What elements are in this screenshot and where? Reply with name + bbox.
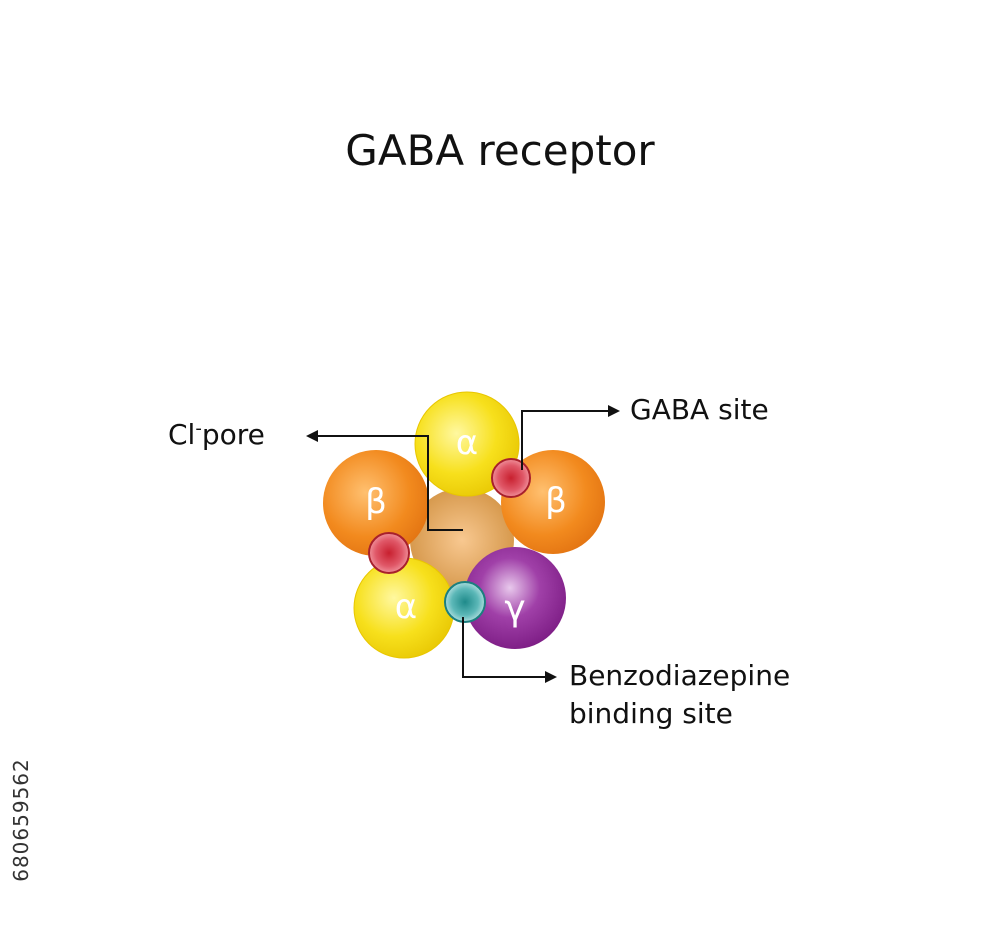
pore-label-ion: Cl <box>168 418 196 451</box>
pore-pointer-line <box>306 430 463 531</box>
gamma-subunit <box>464 547 566 649</box>
beta-left-symbol: β <box>365 482 387 522</box>
beta-right-symbol: β <box>545 481 567 521</box>
gaba-site-pointer-line <box>521 405 620 470</box>
pore-label-charge: - <box>195 418 202 439</box>
gaba-site-label: GABA site <box>630 393 769 426</box>
benzodiazepine-site-marker <box>444 581 486 623</box>
stock-id-watermark: 680659562 <box>6 708 36 938</box>
gaba-site-lower-marker <box>368 532 410 574</box>
alpha-top-symbol: α <box>456 423 478 463</box>
pore-label: Cl-pore <box>168 416 265 454</box>
diagram-title: GABA receptor <box>345 126 655 175</box>
benzodiazepine-label-line2: binding site <box>569 696 733 730</box>
benzodiazepine-pointer-line <box>462 617 557 683</box>
gamma-symbol: γ <box>504 588 525 629</box>
pore-label-text: pore <box>201 418 265 451</box>
alpha-bottom-symbol: α <box>395 587 417 627</box>
gaba-site-upper-marker <box>491 458 531 498</box>
beta-left-subunit <box>323 450 429 556</box>
benzodiazepine-label-line1: Benzodiazepine <box>569 659 791 692</box>
stock-id-text: 680659562 <box>9 758 33 882</box>
benzodiazepine-label: Benzodiazepine binding site <box>569 657 790 733</box>
